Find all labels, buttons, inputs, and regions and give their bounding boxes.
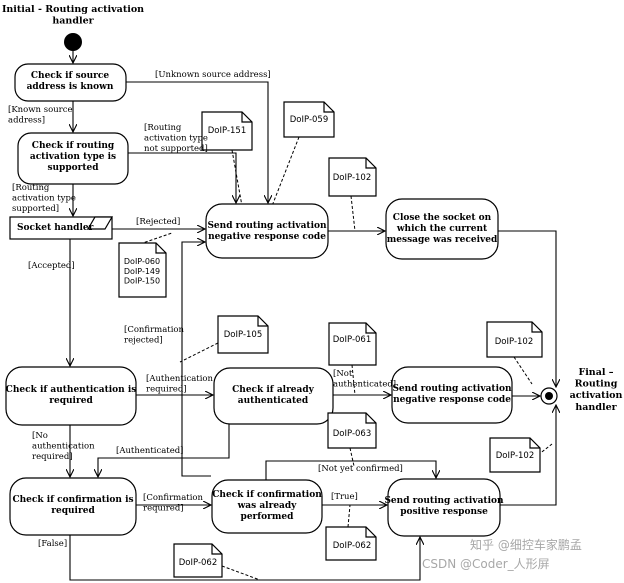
label-authenticated: [Authenticated]	[116, 446, 184, 456]
label-true: [True]	[331, 492, 358, 502]
note-doip-059-text: DoIP-059	[290, 115, 328, 125]
note-doip-151: DoIP-151	[201, 111, 253, 151]
label-unknown-source: [Unknown source address]	[155, 70, 271, 80]
note-doip-105-text: DoIP-105	[224, 330, 262, 340]
note-doip-102-low: DoIP-102	[489, 437, 541, 473]
label-false: [False]	[38, 539, 67, 549]
note-doip-151-text: DoIP-151	[208, 126, 246, 136]
socket-handler-text: Socket handler	[17, 223, 94, 233]
final-node	[540, 387, 558, 405]
note-doip-062-a-text: DoIP-062	[333, 541, 371, 551]
socket-handler-node: Socket handler	[9, 216, 114, 240]
note-doip-102-top-text: DoIP-102	[333, 173, 371, 183]
note-doip-102-low-text: DoIP-102	[496, 451, 534, 461]
note-doip-061-text: DoIP-061	[333, 335, 371, 345]
note-anchors	[139, 136, 553, 581]
note-doip-102-mid-text: DoIP-102	[495, 337, 533, 347]
note-doip-061: DoIP-061	[328, 322, 377, 366]
note-doip-062-a: DoIP-062	[325, 526, 377, 561]
label-accepted: [Accepted]	[28, 261, 75, 271]
note-doip-063-text: DoIP-063	[333, 429, 371, 439]
note-doip-063: DoIP-063	[327, 412, 377, 449]
label-not-yet-confirmed: [Not yet confirmed]	[318, 464, 403, 474]
note-doip-102-top: DoIP-102	[328, 157, 377, 197]
label-rejected: [Rejected]	[136, 217, 180, 227]
initial-node	[64, 33, 82, 51]
note-doip-062-b: DoIP-062	[173, 543, 223, 578]
note-doip-059: DoIP-059	[283, 101, 335, 138]
note-doip-062-b-text: DoIP-062	[179, 558, 217, 568]
note-doip-105: DoIP-105	[217, 315, 269, 354]
edges	[70, 51, 556, 581]
note-doip-102-mid: DoIP-102	[486, 321, 543, 358]
